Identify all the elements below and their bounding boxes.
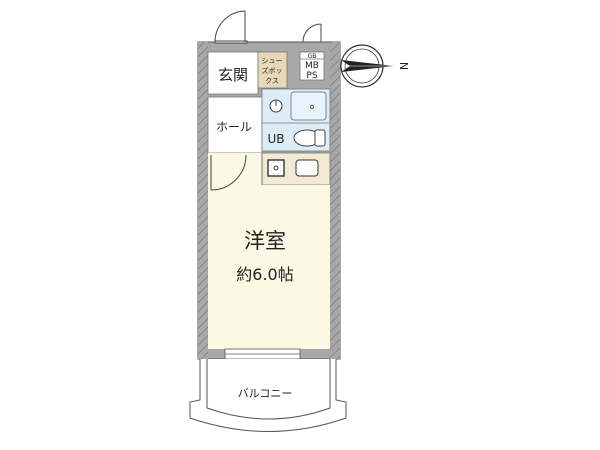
shoe-box — [257, 51, 288, 89]
drain-icon — [310, 105, 314, 109]
western-room-floor — [208, 185, 330, 349]
entrance-label: 玄関 — [218, 66, 248, 84]
burner-icon — [273, 165, 279, 171]
shoe-box-label-3: クス — [265, 77, 279, 85]
wall-hatch-right — [330, 42, 340, 359]
balcony — [189, 359, 347, 432]
gb-label: GB — [308, 53, 317, 60]
room-door — [210, 154, 247, 191]
shoe-box-label-2: ズボッ — [262, 66, 283, 75]
balcony-label: バルコニー — [238, 387, 293, 400]
ps-label: PS — [306, 71, 317, 81]
stove-icon — [267, 159, 285, 177]
front-door — [214, 10, 248, 44]
ub-label: UB — [267, 132, 284, 146]
mb-ps-box — [299, 51, 325, 81]
entrance-floor — [207, 51, 259, 95]
wall-hatch-left — [198, 42, 208, 359]
compass-north-label: N — [397, 62, 410, 70]
sink-icon — [295, 159, 319, 177]
western-room-size: 約6.0帖 — [236, 265, 293, 284]
western-room-label: 洋室 — [244, 229, 286, 253]
room-entry-floor — [208, 153, 262, 185]
bathtub — [290, 91, 327, 121]
shoe-box-label-1: シュー — [262, 57, 283, 65]
mb-label: MB — [305, 61, 319, 71]
mb-door — [302, 23, 322, 43]
toilet-tank — [314, 129, 326, 147]
hall-label: ホール — [216, 120, 252, 134]
compass-icon — [340, 44, 394, 88]
